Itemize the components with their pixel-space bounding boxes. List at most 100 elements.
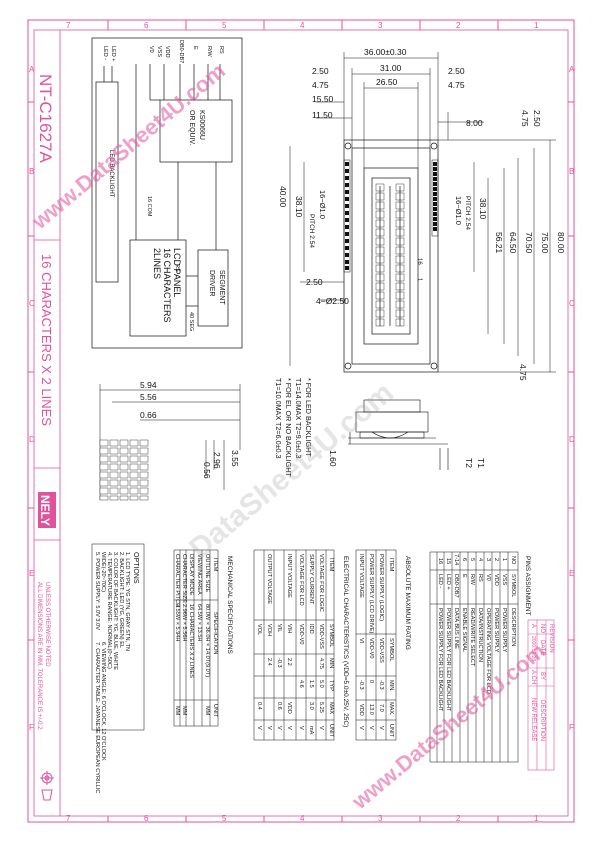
- abs-rows-1-3: 13.0: [368, 704, 374, 715]
- pins-rows-7-2: POWER SUPPLY FOR LED BACKLIGHT: [445, 608, 451, 712]
- pins-rows-1-1: VDD: [493, 574, 499, 586]
- frame_labels-top-5: 2: [456, 814, 461, 823]
- abs-header-4: UNIT: [388, 724, 394, 738]
- pins-table: PINS ASSIGNMENT NO SYMBOL DESCRIPTION 1 …: [429, 551, 531, 763]
- elec-rows-0-4: 5.25: [318, 702, 324, 713]
- pins-rows-7-1: LED +: [445, 574, 451, 590]
- pin-label-led-minus: LED -: [102, 46, 108, 60]
- company-logo: NELY: [38, 492, 56, 528]
- mech_spec-rows-3-1: 2.96W × 5.56H: [181, 604, 187, 641]
- seg-bus-label: 40 SEG: [188, 312, 194, 331]
- dims_top-d250a: 2.50: [312, 66, 329, 76]
- pin-label-led-plus: LED +: [110, 46, 116, 61]
- elec-header-4: MAX: [328, 702, 334, 714]
- pin-label-rw: R/W: [206, 46, 212, 58]
- model-title: NT-C1627A: [36, 74, 55, 163]
- frame_labels-left-5: F: [29, 723, 34, 732]
- char_dims-d066: 0.66: [140, 410, 157, 420]
- options-block: OPTIONS 1. LCD TYPE: YG STN, GRAY STN, T…: [91, 543, 145, 793]
- elec-rows-0-5: V: [318, 726, 324, 730]
- pin-label-vdd: VDD: [164, 46, 170, 58]
- revision-title: REVISION: [548, 624, 554, 653]
- side_dims-t2: T2: [464, 458, 474, 468]
- side_dims-t1: T1: [476, 458, 486, 468]
- abs-rows-1-2: 0: [368, 680, 374, 683]
- dims_right-pitch_l: PITCH 2.54: [308, 214, 315, 248]
- side_dims-d160: 1.60: [328, 450, 338, 467]
- elec-rows-5-2: 2.4: [266, 658, 272, 666]
- frame_labels-left-5: F: [569, 723, 574, 732]
- options-title: OPTIONS: [132, 552, 139, 584]
- frame_labels-left-3: D: [569, 435, 575, 444]
- options-items-1: 2. BACKLIGHT: LED (YG, GREEN) EL: [118, 552, 124, 648]
- projection-symbol: [40, 771, 54, 801]
- elec-header-2: MIN: [328, 658, 334, 668]
- abs-header-1: SYMBOL: [388, 638, 394, 661]
- abs-rows-0-3: 7.0: [378, 704, 384, 712]
- pins-rows-8-2: POWER SUPPLY FOR LED BACKLIGHT: [437, 608, 443, 712]
- elec-rows-4-2: -0.3: [276, 658, 282, 668]
- revision-header-2: BY: [539, 672, 545, 680]
- dimension-text-top: 36.00±0.30 2.50 31.00 2.50 4.75 26.50 4.…: [312, 47, 542, 128]
- mech_spec-rows-2-0: DISPLAY MODE: [188, 554, 194, 596]
- dims_right-mount: 4−Ø2.50: [316, 296, 349, 306]
- controller-label-2: OR EQUIV.: [188, 110, 195, 146]
- character-detail-text: 5.94 5.56 0.66 2.96 0.56 3.55: [140, 380, 240, 479]
- pins-rows-6-2: DATA BUS LINE: [453, 608, 459, 649]
- dims_right-d4000: 40.00: [278, 186, 288, 208]
- pins-rows-4-1: R/W: [469, 574, 475, 586]
- mech_spec-header-0: ITEM: [212, 558, 218, 572]
- frame_labels-top-2: 5: [222, 814, 227, 823]
- pin-header-right: [431, 159, 439, 237]
- revision-row-0: A: [530, 624, 536, 628]
- mech_spec-rows-2-1: 16 CHARACTERS X 2 LINES: [188, 604, 194, 678]
- elec-rows-2-3: 4.6: [298, 680, 304, 688]
- abs-title: ABSOLUTE MAXIMUM RATING: [404, 556, 411, 650]
- pins-rows-6-1: DB0-DB7: [453, 574, 459, 598]
- elec-rows-1-5: mA: [308, 726, 314, 735]
- abs-rows-0-2: -0.3: [378, 680, 384, 690]
- dims_top-d475b: 4.75: [448, 80, 465, 90]
- mech_spec-header-2: UNIT: [212, 704, 218, 718]
- char_dims-d355: 3.55: [230, 450, 240, 467]
- frame_labels-top-3: 4: [300, 21, 305, 30]
- pin-header-left: [343, 159, 351, 273]
- pins-rows-5-2: ENABLE SIGNAL: [461, 608, 467, 652]
- title-logo_text: NELY: [38, 495, 52, 526]
- abs-rows-2-1: VI: [358, 638, 364, 644]
- pins-rows-0-0: 1: [501, 558, 507, 561]
- dims_top-d31: 31.00: [380, 63, 402, 73]
- revision-header-0: NO: [539, 624, 545, 633]
- frame_labels-top-6: 1: [534, 814, 539, 823]
- pins-title: PINS ASSIGNMENT: [524, 556, 531, 616]
- abs-header-3: MAX.: [388, 702, 394, 716]
- block-diagram-text: LED - LED + V0 VSS VDD DB0-DB7 E R/W RS …: [102, 40, 225, 331]
- abs-rows-0-4: V: [378, 726, 384, 730]
- elec-rows-1-3: 1.5: [308, 680, 314, 688]
- elec-rows-2-0: VOLTAGE FOR LCD: [298, 554, 304, 606]
- dims_right-d3810b: 38.10: [478, 198, 488, 220]
- frame_labels-left-4: E: [569, 569, 574, 578]
- dims_top-d1150: 11.50: [312, 110, 333, 120]
- elec-rows-2-1: VDD-V0: [298, 624, 304, 645]
- dims_right-d250d: 2.50: [306, 277, 323, 287]
- absolute-rating-table: ABSOLUTE MAXIMUM RATING ITEM SYMBOL MIN.…: [355, 549, 411, 741]
- options-items-6: 6. VIEWING ANGLE: 6 O'CLOCK, 12 O'CLOCK: [100, 642, 106, 761]
- frame_labels-top-1: 6: [144, 814, 149, 823]
- elec-header-3: TYP: [328, 680, 334, 691]
- abs-header-2: MIN.: [388, 680, 394, 692]
- elec-header-5: UNIT: [328, 724, 334, 738]
- pin-label-e: E: [192, 46, 198, 50]
- frame_labels-left-3: D: [29, 435, 35, 444]
- abs-rows-0-0: POWER SUPPLY (LOGIC): [378, 554, 384, 621]
- pins-rows-8-0: 16: [437, 558, 443, 564]
- pins-rows-5-0: 6: [461, 558, 467, 561]
- mech_spec-rows-0-2: MM: [204, 706, 210, 716]
- elec-rows-0-2: 4.75: [318, 658, 324, 669]
- options-items-7: 7. CHARACTER TABLE: JAPANESE EUROPEAN CY…: [94, 642, 100, 793]
- elec-rows-4-1: VIL: [276, 624, 282, 632]
- mech_spec-rows-4-1: 3.55W × 5.94H: [174, 604, 180, 641]
- dimension-text-right: 80.00 75.00 70.50 64.50 56.21 38.10 PITC…: [278, 186, 566, 381]
- dims_right-d475d: 4.75: [518, 364, 528, 381]
- elec-rows-0-3: 5.0: [318, 680, 324, 688]
